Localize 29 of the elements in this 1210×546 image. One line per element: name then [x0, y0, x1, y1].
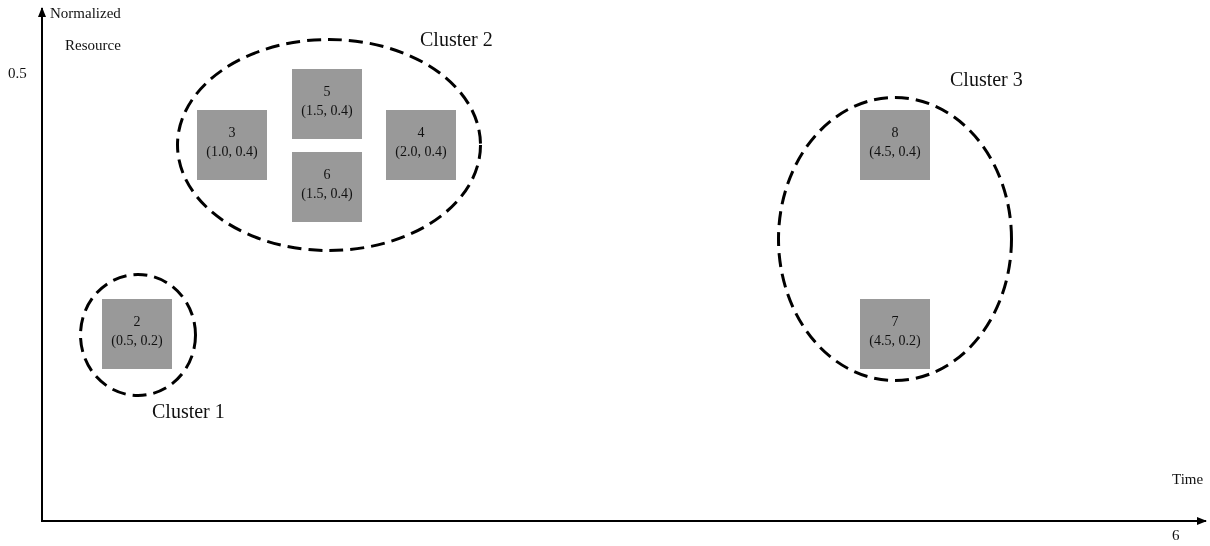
task-box	[386, 110, 456, 180]
cluster-label: Cluster 2	[420, 29, 493, 49]
task-id: 2	[133, 314, 141, 330]
task-box	[860, 110, 930, 180]
task-id: 8	[891, 125, 899, 141]
task-box	[292, 152, 362, 222]
axis-label: 6	[1172, 528, 1180, 543]
task-id: 3	[228, 125, 236, 141]
task-id: 7	[891, 314, 899, 330]
task-box	[292, 69, 362, 139]
axis-label: 0.5	[8, 66, 27, 81]
task-box	[102, 299, 172, 369]
task-coordinates: (0.5, 0.2)	[111, 332, 163, 348]
axis-label: Time	[1172, 472, 1204, 487]
task-id: 6	[323, 167, 331, 183]
axis-label: Resource	[65, 38, 121, 53]
task-id: 5	[323, 84, 331, 100]
task-coordinates: (2.0, 0.4)	[395, 143, 447, 159]
cluster-label: Cluster 1	[152, 401, 225, 421]
cluster-label: Cluster 3	[950, 69, 1023, 89]
task-coordinates: (1.5, 0.4)	[301, 102, 353, 118]
task-box	[860, 299, 930, 369]
task-coordinates: (4.5, 0.2)	[869, 332, 921, 348]
task-box	[197, 110, 267, 180]
task-coordinates: (1.0, 0.4)	[206, 143, 258, 159]
task-coordinates: (4.5, 0.4)	[869, 143, 921, 159]
task-id: 4	[417, 125, 425, 141]
task-coordinates: (1.5, 0.4)	[301, 185, 353, 201]
axis-label: Normalized	[50, 6, 121, 21]
